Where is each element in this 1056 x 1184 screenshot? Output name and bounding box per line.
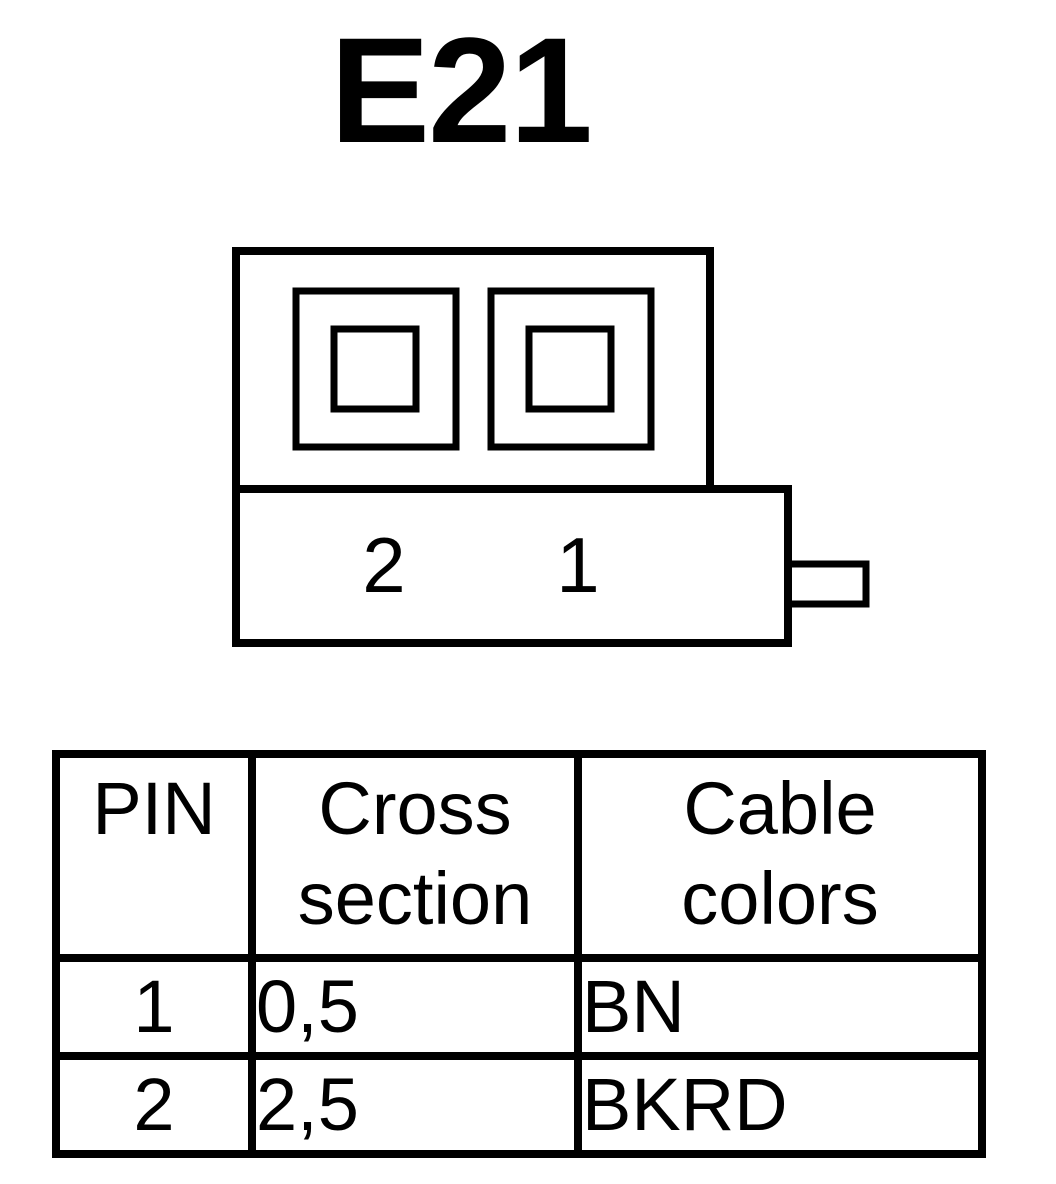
header-cross-section: Cross section <box>248 750 582 962</box>
connector-housing-bottom <box>232 485 792 647</box>
pin-label-1: 1 <box>556 521 599 609</box>
table-header-row: PIN Cross section Cable colors <box>52 750 986 962</box>
connector-latch <box>784 560 870 608</box>
cell-cable-color: BN <box>574 954 986 1060</box>
table-row: 2 2,5 BKRD <box>52 1052 986 1158</box>
header-pin-label: PIN <box>92 767 216 850</box>
pin-contact-2 <box>330 325 420 413</box>
connector-housing-top <box>232 247 714 493</box>
header-cable-colors-line1: Cable <box>683 767 877 850</box>
header-cross-section-line1: Cross <box>318 767 512 850</box>
header-cable-colors: Cable colors <box>574 750 986 962</box>
pin-cavity-1 <box>487 287 655 451</box>
pin-label-2: 2 <box>362 521 405 609</box>
pin-contact-1 <box>525 325 615 413</box>
cell-cable-color: BKRD <box>574 1052 986 1158</box>
pin-cavity-2 <box>292 287 460 451</box>
table-row: 1 0,5 BN <box>52 954 986 1060</box>
cell-pin: 2 <box>52 1052 256 1158</box>
connector-title: E21 <box>330 6 593 174</box>
connector-diagram: 2 1 <box>232 247 870 647</box>
header-cross-section-line2: section <box>297 857 533 940</box>
pin-assignment-table: PIN Cross section Cable colors 1 0,5 BN … <box>52 750 986 1158</box>
cell-cross-section: 2,5 <box>248 1052 582 1158</box>
cell-pin: 1 <box>52 954 256 1060</box>
header-pin: PIN <box>52 750 256 962</box>
header-cable-colors-line2: colors <box>681 857 879 940</box>
cell-cross-section: 0,5 <box>248 954 582 1060</box>
